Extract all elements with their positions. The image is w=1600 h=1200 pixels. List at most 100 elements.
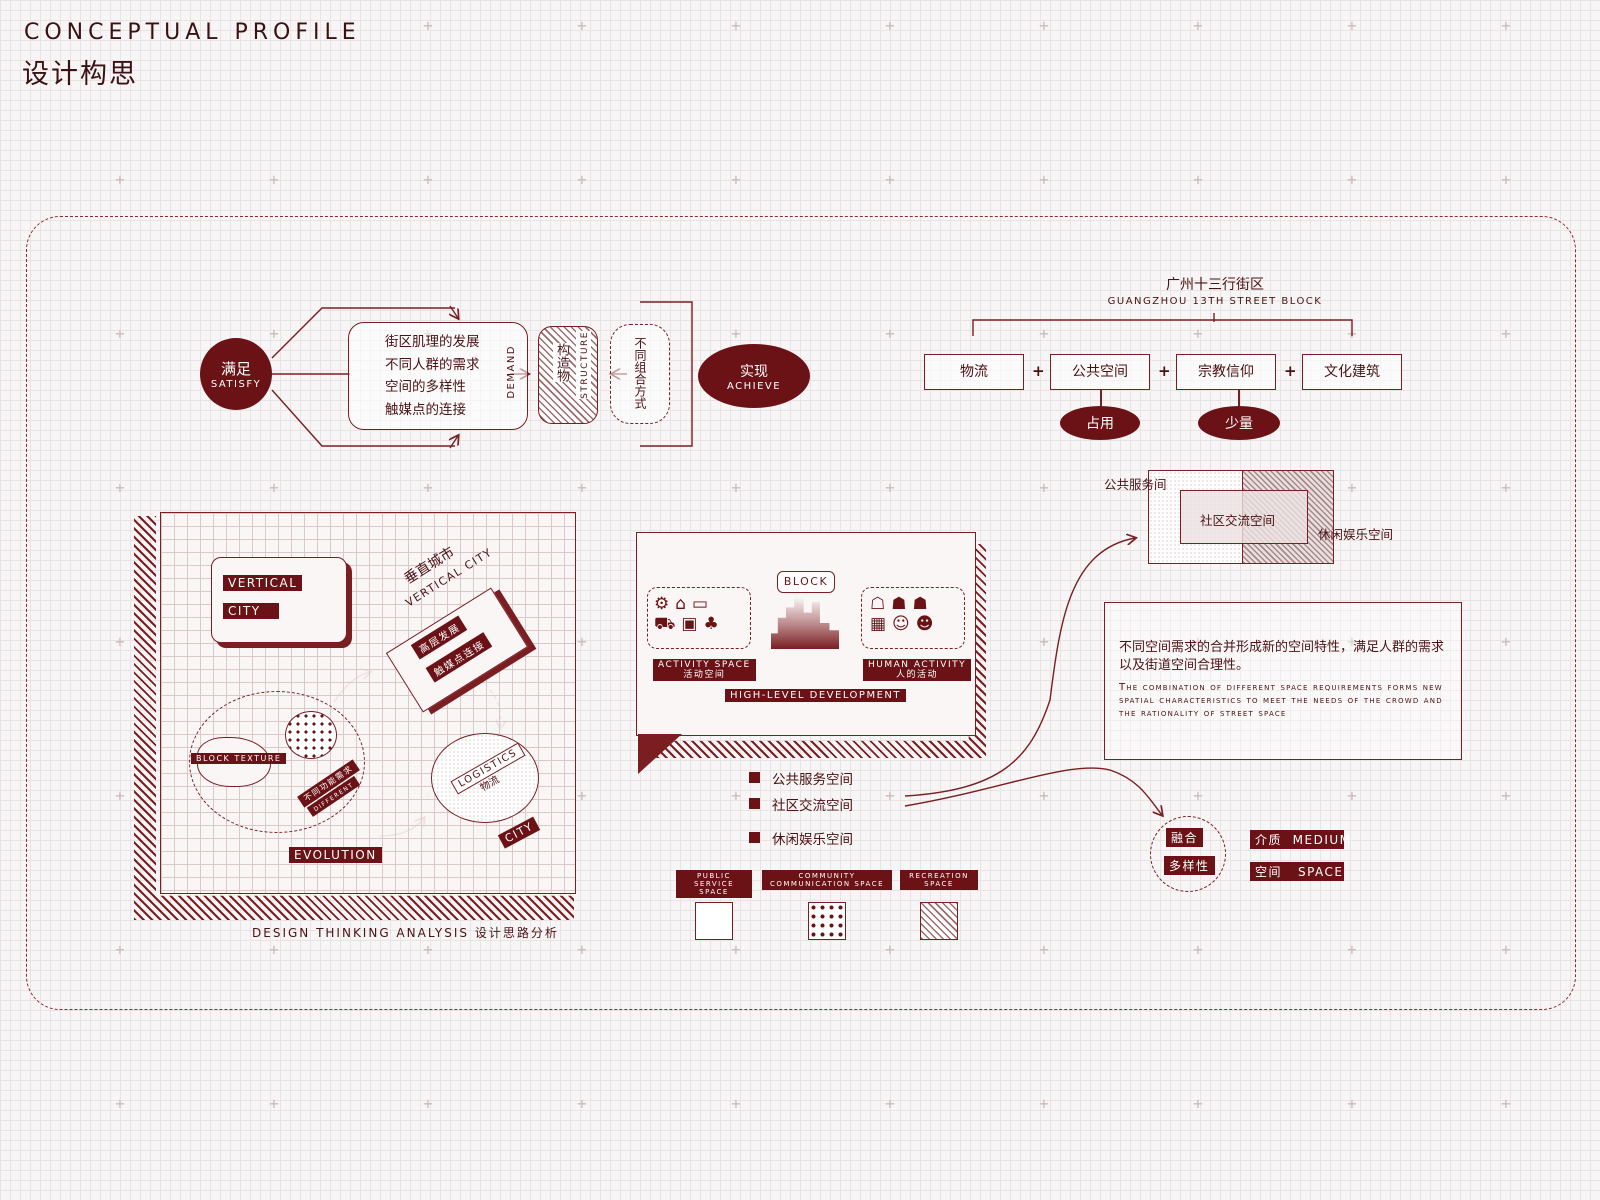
evolution-tag: EVOLUTION [289,847,382,863]
venn-left-label: 公共服务间 [1104,477,1167,492]
activity-icon-row: ⚙⌂▭⛟▣♣ [654,594,725,634]
bullet-marker [749,772,760,783]
plus-mark: + [731,324,741,343]
few-label: 少量 [1225,416,1253,432]
plus-mark: + [423,1094,433,1113]
plus-mark: + [577,632,587,651]
plus-mark: + [269,1094,279,1113]
plus-mark: + [885,16,895,35]
plus-mark: + [1501,786,1511,805]
description-box: 不同空间需求的合并形成新的空间特性，满足人群的需求以及街道空间合理性。 The … [1104,602,1462,760]
legend-label: RECREATION SPACE [900,870,978,890]
plus-mark: + [731,16,741,35]
plus-mark: + [885,324,895,343]
description-zh: 不同空间需求的合并形成新的空间特性，满足人群的需求以及街道空间合理性。 [1119,640,1445,673]
achieve-zh: 实现 [740,363,768,380]
legend-label: COMMUNITY COMMUNICATION SPACE [762,870,892,890]
satisfy-en: SATISFY [210,379,262,390]
plus-mark: + [1193,786,1203,805]
city2-tag: CITY [497,816,541,849]
high-level-tag: HIGH-LEVEL DEVELOPMENT [725,689,906,702]
plus-mark: + [1347,478,1357,497]
plus-mark: + [115,1094,125,1113]
plus-mark: + [1501,170,1511,189]
plus-mark: + [423,478,433,497]
satisfy-node: 满足 SATISFY [200,338,272,410]
block-texture-tag: BLOCK TEXTURE [191,753,287,764]
fusion-circle [1150,816,1226,892]
human-zh: 人的活动 [896,670,939,680]
plus-mark: + [885,786,895,805]
dots-circle [285,711,337,759]
plus-mark: + [731,1094,741,1113]
block-item: 物流 [924,354,1024,390]
plus-mark: + [1347,632,1357,651]
plus-mark: + [423,16,433,35]
achieve-en: ACHIEVE [726,380,782,392]
plus-operator: + [1284,362,1297,380]
plus-mark: + [731,786,741,805]
plus-mark: + [1501,632,1511,651]
need-item: 不同人群的需求 [385,356,480,373]
activity-en: ACTIVITY SPACE [658,660,751,670]
need-item: 触媒点的连接 [385,401,466,418]
center-bubble-tail [638,734,682,774]
achieve-node: 实现 ACHIEVE [698,344,810,408]
plus-mark: + [423,170,433,189]
plus-mark: + [1501,940,1511,959]
bullet-text: 社区交流空间 [772,798,853,814]
few-node: 少量 [1198,406,1280,440]
space-en: SPACE [1297,865,1344,879]
human-en: HUMAN ACTIVITY [868,660,967,670]
activity-zh: 活动空间 [683,670,726,680]
bullet-marker [749,798,760,809]
plus-mark: + [1347,16,1357,35]
need-item: 空间的多样性 [385,379,466,395]
plus-mark: + [885,940,895,959]
activity-icons: ⚙⌂▭⛟▣♣ [647,587,751,649]
plus-mark: + [577,1094,587,1113]
city-tag: CITY [223,603,279,619]
plus-mark: + [1193,1094,1203,1113]
diversity-tag: 多样性 [1164,856,1215,875]
plus-mark: + [1347,170,1357,189]
structure-en: structure [576,331,591,399]
city-skyline [771,597,839,649]
needs-box: 街区肌理的发展不同人群的需求空间的多样性触媒点的连接 DEMAND [348,322,528,430]
plus-mark: + [1501,16,1511,35]
plus-operator: + [1032,362,1045,380]
demand-label: DEMAND [506,345,517,399]
legend-swatch [808,902,846,940]
bullet-text: 公共服务空间 [772,772,853,788]
bullet-marker [749,832,760,843]
plus-mark: + [1347,1094,1357,1113]
legend-label: PUBLIC SERVICE SPACE [676,870,752,898]
medium-en: MEDIUM [1292,833,1352,847]
block-text: BLOCK [783,575,829,588]
plus-mark: + [577,940,587,959]
plus-mark: + [1193,632,1203,651]
left-panel: VERTICAL CITY 垂直城市 VERTICAL CITY 高层发展 触媒… [160,512,576,894]
legend-swatch [695,902,733,940]
structure-zh: 构造物 [553,343,569,382]
block-item-label: 公共空间 [1072,364,1128,380]
plus-mark: + [269,170,279,189]
vertical-tag: VERTICAL [223,575,303,591]
venn-right-label: 休闲娱乐空间 [1318,527,1394,542]
combination-label: 不同组合方式 [633,337,647,409]
plus-mark: + [1501,478,1511,497]
plus-mark: + [115,324,125,343]
human-icon-row: ☖☗☗▦☺☻ [870,594,940,634]
plus-mark: + [731,170,741,189]
plus-mark: + [885,478,895,497]
block-item-label: 文化建筑 [1324,364,1380,380]
plus-mark: + [1039,478,1049,497]
venn-center-label: 社区交流空间 [1200,513,1276,528]
combination-box: 不同组合方式 [610,324,670,424]
plus-mark: + [1501,324,1511,343]
occupy-label: 占用 [1086,416,1114,432]
bullet-text: 休闲娱乐空间 [772,832,853,848]
satisfy-zh: 满足 [220,360,251,378]
